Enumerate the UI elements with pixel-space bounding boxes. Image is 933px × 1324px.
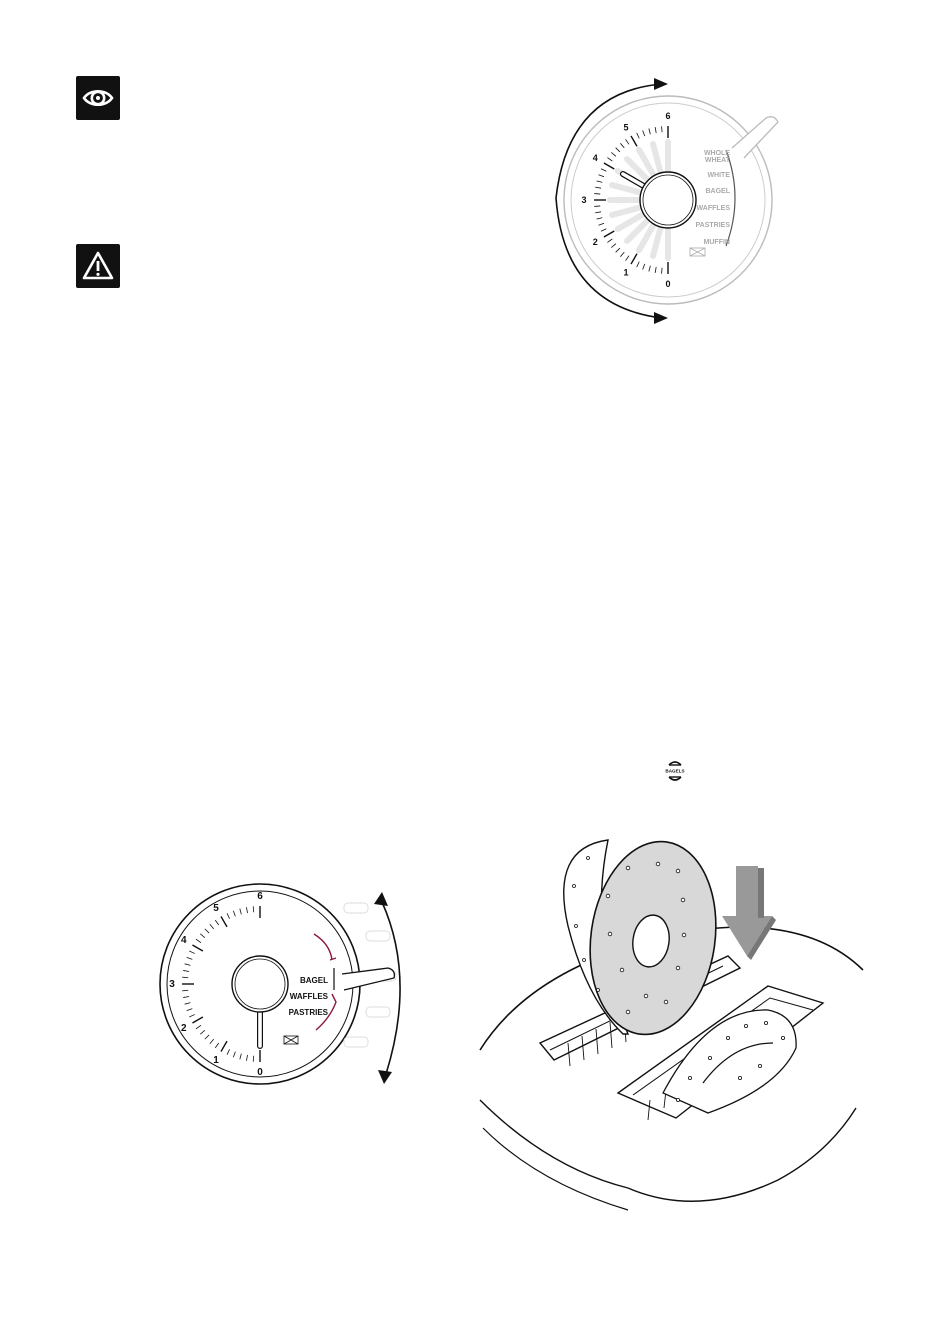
bagel-half (564, 833, 728, 1042)
browning-dial-bottom: 6 5 4 3 2 1 0 BAGEL WAFFLES PASTRIES (160, 878, 420, 1088)
preset-label: WAFFLES (697, 205, 731, 212)
ghost-lever (366, 1007, 390, 1017)
dial-number: 0 (257, 1067, 263, 1078)
dial-tick (662, 268, 663, 274)
bagel-half-in-slot (663, 1010, 796, 1113)
dial-tick (182, 990, 188, 991)
dial-number: 3 (169, 979, 175, 990)
insert-arrow (722, 866, 776, 960)
preset-label: PASTRIES (696, 222, 731, 229)
dial-tick (594, 194, 600, 195)
dial-number: 5 (623, 122, 628, 132)
dial-number: 4 (181, 935, 187, 946)
arrow-head-top (374, 892, 388, 906)
warning-triangle-icon (76, 244, 120, 288)
dial-number: 3 (581, 195, 586, 205)
arrow-head-bottom (654, 312, 668, 324)
dial-tick (253, 1056, 254, 1062)
preset-label: PASTRIES (289, 1008, 329, 1017)
arrow-head-bottom (378, 1070, 392, 1084)
preset-label: BAGEL (706, 188, 731, 195)
ghost-lever (366, 931, 390, 941)
arrow-head-top (654, 78, 668, 90)
dial-knob (640, 172, 696, 228)
dial-number: 4 (593, 153, 598, 163)
bagel-button-label: BAGELS (665, 769, 684, 774)
dial-tick (662, 126, 663, 132)
dial-tick (182, 977, 188, 978)
toaster-illustration (478, 838, 868, 1223)
bagel-button-icon: BAGELS (663, 759, 687, 783)
dial-number: 1 (213, 1055, 219, 1066)
ghost-lever (344, 903, 368, 913)
preset-label: MUFFIN (704, 239, 730, 246)
dial-number: 6 (665, 111, 670, 121)
toaster-bagel-figure (478, 838, 868, 1223)
preset-label: WHEAT (705, 157, 731, 164)
dial-tick (594, 206, 600, 207)
dial-number: 2 (181, 1023, 187, 1034)
dial-number: 2 (593, 237, 598, 247)
dial-number: 0 (665, 279, 670, 289)
preset-label: WHITE (707, 172, 730, 179)
preset-label: BAGEL (300, 976, 328, 985)
dial-number: 1 (623, 268, 628, 278)
dial-tick (253, 906, 254, 912)
dial-number: 6 (257, 891, 263, 902)
preset-label: WAFFLES (290, 992, 329, 1001)
dial-number: 5 (213, 903, 219, 914)
ghost-lever (344, 1037, 368, 1047)
dial-knob (232, 956, 288, 1012)
eye-icon (76, 76, 120, 120)
preset-dial-figure: 6 5 4 3 2 1 0 BAGEL WAFFLES PASTRIES (160, 878, 420, 1088)
preset-label: WHOLE (704, 150, 730, 157)
rotation-arc (382, 902, 400, 1074)
